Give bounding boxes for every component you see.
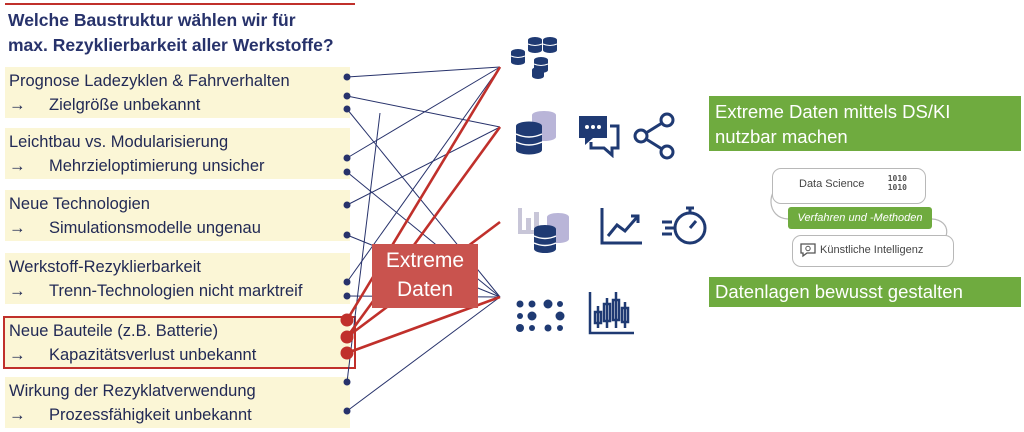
highlight-dot	[340, 330, 354, 344]
connector-dot	[343, 407, 351, 415]
stopwatch-icon	[662, 206, 707, 245]
factor-box-rezyklatverwendung: Wirkung der Rezyklatverwendung → Prozessf…	[5, 377, 350, 428]
arrow-icon: →	[9, 157, 26, 175]
connector-line	[346, 296, 501, 412]
arrow-icon: →	[9, 282, 26, 300]
extreme-data-label: Extreme Daten	[372, 244, 478, 308]
extreme-line-1: Extreme	[385, 249, 465, 272]
chart-database-icon	[518, 208, 569, 253]
factor-box-leichtbau: Leichtbau vs. Modularisierung → Mehrzielo…	[5, 128, 350, 179]
chat-bubbles-icon	[579, 116, 620, 158]
factor-sub-text: Simulationsmodelle ungenau	[49, 219, 261, 237]
factor-sub-line: → Simulationsmodelle ungenau	[9, 219, 261, 238]
factor-box-rezyklierbarkeit: Werkstoff-Rezyklierbarkeit → Trenn-Techno…	[5, 253, 350, 304]
factor-sub-text: Mehrzieloptimierung unsicher	[49, 157, 265, 175]
database-stack-icon	[510, 37, 558, 79]
connector-dot	[343, 231, 351, 239]
connector-dot	[343, 105, 351, 113]
arrow-icon: →	[9, 96, 26, 114]
database-layers-icon	[515, 111, 556, 155]
connector-dot	[343, 378, 351, 386]
factor-main-text: Prognose Ladezyklen & Fahrverhalten	[9, 72, 290, 90]
candlestick-chart-icon	[588, 292, 634, 335]
connector-dot	[343, 168, 351, 176]
factor-sub-text: Prozessfähigkeit unbekannt	[49, 406, 252, 424]
factor-sub-line: → Mehrzieloptimierung unsicher	[9, 157, 265, 176]
banner-line-2: nutzbar machen	[715, 126, 848, 147]
factor-sub-line: → Zielgröße unbekannt	[9, 96, 200, 115]
title-accent-line	[5, 3, 355, 5]
arrow-icon: →	[9, 219, 26, 237]
green-banner-ds-ki: Extreme Daten mittels DS/KI nutzbar mach…	[709, 96, 1021, 151]
connector-dot	[343, 92, 351, 100]
trend-line-icon	[600, 208, 642, 245]
factor-sub-text: Trenn-Technologien nicht marktreif	[49, 282, 303, 300]
binary-row: 1010	[887, 183, 907, 192]
connector-line	[346, 66, 501, 78]
highlight-frame	[3, 316, 356, 369]
arrow-icon: →	[9, 406, 26, 424]
connector-dot	[343, 73, 351, 81]
connector-line	[346, 66, 501, 159]
highlight-dot	[340, 313, 354, 327]
factor-main-text: Leichtbau vs. Modularisierung	[9, 133, 229, 151]
factor-sub-text: Zielgröße unbekannt	[49, 96, 201, 114]
factor-main-text: Neue Bauteile (z.B. Batterie)	[9, 322, 219, 340]
connector-line	[346, 126, 501, 206]
data-science-label: Data Science	[799, 178, 865, 190]
dot-grid-icon	[516, 299, 565, 332]
factor-sub-line: → Kapazitätsverlust unbekannt	[9, 346, 256, 365]
extreme-line-2: Daten	[396, 278, 454, 301]
connector-dot	[343, 292, 351, 300]
banner-line-1: Extreme Daten mittels DS/KI	[715, 101, 951, 122]
factor-box-bauteile: Neue Bauteile (z.B. Batterie) → Kapazität…	[5, 317, 350, 368]
connector-dot	[343, 201, 351, 209]
title-line-2: max. Rezyklierbarkeit aller Werkstoffe?	[8, 35, 334, 55]
highlight-dot	[340, 346, 354, 360]
binary-row: 1010	[887, 174, 907, 183]
arrow-icon: →	[9, 346, 26, 364]
connector-dot	[343, 278, 351, 286]
share-nodes-icon	[633, 112, 675, 160]
methods-bar: Verfahren und -Methoden	[788, 207, 932, 229]
connector-line	[346, 95, 501, 128]
page-title: Welche Baustruktur wählen wir für max. R…	[8, 8, 388, 58]
ki-label: Künstliche Intelligenz	[820, 244, 924, 256]
ki-card: Künstliche Intelligenz	[792, 235, 954, 267]
brain-chat-icon	[800, 243, 816, 258]
factor-sub-line: → Prozessfähigkeit unbekannt	[9, 406, 252, 425]
factor-sub-text: Kapazitätsverlust unbekannt	[49, 346, 257, 364]
factor-main-text: Wirkung der Rezyklatverwendung	[9, 382, 256, 400]
title-line-1: Welche Baustruktur wählen wir für	[8, 10, 296, 30]
factor-box-ladezyklen: Prognose Ladezyklen & Fahrverhalten → Zie…	[5, 67, 350, 118]
connector-dot	[343, 154, 351, 162]
factor-sub-line: → Trenn-Technologien nicht marktreif	[9, 282, 302, 301]
green-banner-datenlagen: Datenlagen bewusst gestalten	[709, 277, 1021, 307]
factor-main-text: Werkstoff-Rezyklierbarkeit	[9, 258, 201, 276]
factor-box-technologien: Neue Technologien → Simulationsmodelle un…	[5, 190, 350, 241]
factor-main-text: Neue Technologien	[9, 195, 150, 213]
